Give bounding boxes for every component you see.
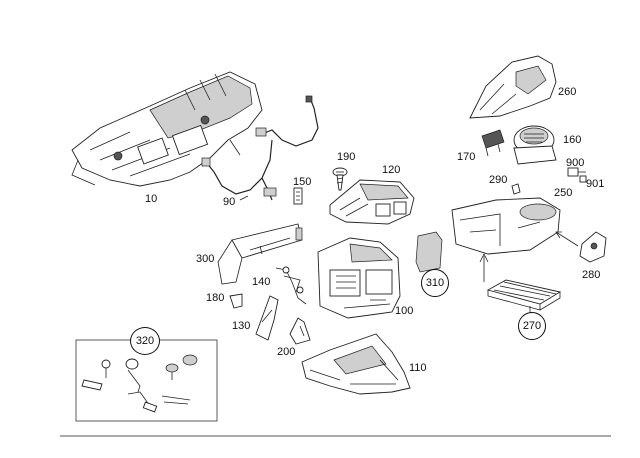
leader-arrow-280	[555, 231, 579, 247]
label-part-320[interactable]: 320	[130, 327, 160, 355]
leader-arrow-270	[479, 253, 489, 282]
label-part-160[interactable]: 160	[563, 134, 582, 146]
clip-180-drawing[interactable]	[229, 293, 243, 309]
label-part-120[interactable]: 120	[382, 164, 401, 176]
label-part-270[interactable]: 270	[518, 312, 546, 340]
label-part-200[interactable]: 200	[277, 346, 296, 358]
label-part-170[interactable]: 170	[457, 151, 476, 163]
detail-box-320	[75, 339, 218, 422]
cover-260-drawing[interactable]	[469, 55, 557, 119]
air-filter-270-drawing[interactable]	[486, 279, 562, 311]
blower-housing-250-drawing[interactable]	[451, 197, 561, 255]
label-part-250[interactable]: 250	[554, 187, 573, 199]
small-parts-320-drawing[interactable]	[81, 354, 198, 413]
linkage-140-drawing[interactable]	[275, 266, 307, 305]
actuator-280-drawing[interactable]	[579, 231, 607, 263]
part-290-drawing[interactable]	[511, 183, 521, 195]
label-part-900[interactable]: 900	[566, 157, 585, 169]
label-part-150[interactable]: 150	[293, 176, 312, 188]
lower-housing-110-drawing[interactable]	[301, 333, 411, 395]
screw-190-drawing[interactable]	[332, 167, 348, 191]
label-part-300[interactable]: 300	[196, 253, 215, 265]
label-part-290[interactable]: 290	[489, 174, 508, 186]
label-part-100[interactable]: 100	[395, 305, 414, 317]
label-part-901[interactable]: 901	[586, 178, 605, 190]
label-part-10[interactable]: 10	[145, 193, 158, 205]
label-part-90[interactable]: 90	[223, 196, 236, 208]
connector-150-drawing[interactable]	[293, 187, 303, 205]
label-part-310[interactable]: 310	[421, 269, 449, 297]
blower-motor-160-drawing[interactable]	[513, 125, 557, 165]
label-part-130[interactable]: 130	[232, 320, 251, 332]
label-part-110[interactable]: 110	[409, 362, 427, 374]
hvac-housing-assembly-drawing[interactable]	[71, 71, 263, 187]
wiring-harness-drawing[interactable]	[201, 95, 319, 201]
label-part-140[interactable]: 140	[252, 276, 271, 288]
label-part-260[interactable]: 260	[558, 86, 577, 98]
duct-130-drawing[interactable]	[255, 295, 279, 341]
sensor-900-drawing[interactable]	[567, 167, 587, 183]
label-part-280[interactable]: 280	[582, 269, 601, 281]
bracket-200-drawing[interactable]	[289, 317, 311, 345]
flap-310-drawing[interactable]	[415, 231, 443, 273]
air-distribution-120-drawing[interactable]	[329, 179, 415, 225]
duct-300-drawing[interactable]	[217, 223, 303, 285]
resistor-170-drawing[interactable]	[481, 129, 505, 157]
label-part-180[interactable]: 180	[206, 292, 225, 304]
label-part-190[interactable]: 190	[337, 151, 356, 163]
heater-housing-100-drawing[interactable]	[317, 237, 401, 319]
